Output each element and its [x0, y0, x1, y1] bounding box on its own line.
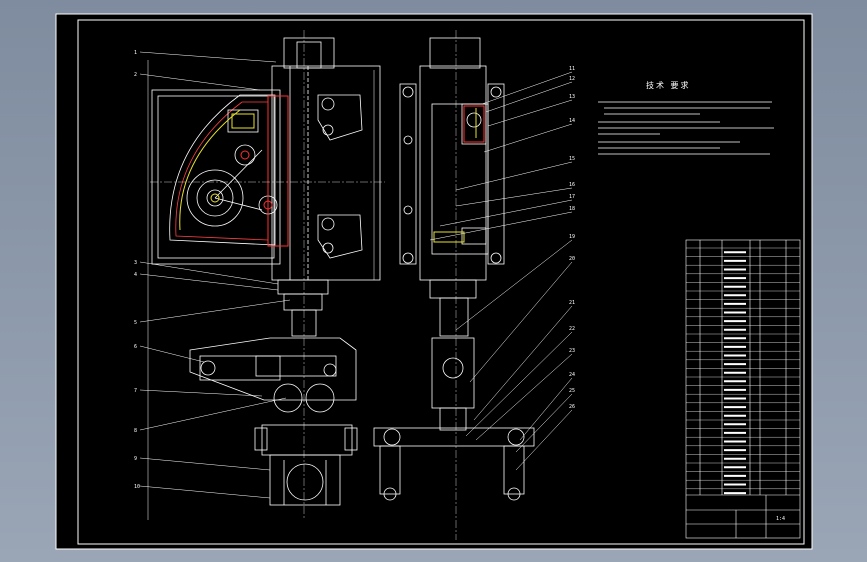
- svg-text:18: 18: [569, 206, 575, 212]
- left-view-labels: 1 2 3 4 5 6 7 8 9 10: [134, 50, 140, 490]
- svg-text:21: 21: [569, 300, 575, 306]
- svg-text:20: 20: [569, 256, 575, 262]
- svg-text:24: 24: [569, 372, 575, 378]
- svg-text:16: 16: [569, 182, 575, 188]
- svg-text:2: 2: [134, 72, 137, 78]
- svg-text:7: 7: [134, 388, 137, 394]
- svg-text:23: 23: [569, 348, 575, 354]
- parts-list-rows: [686, 247, 800, 495]
- centerlines: [150, 30, 457, 540]
- title-block: [686, 494, 800, 538]
- drawing-scale: 1:4: [776, 516, 785, 522]
- right-view-yellow-accents: [433, 108, 477, 243]
- svg-text:3: 3: [134, 260, 137, 266]
- technical-requirements-title: 技术 要求: [646, 81, 691, 90]
- svg-text:22: 22: [569, 326, 575, 332]
- left-view: [151, 37, 381, 506]
- svg-text:6: 6: [134, 344, 137, 350]
- svg-text:12: 12: [569, 76, 575, 82]
- sheet-inner-border: [77, 19, 805, 545]
- svg-text:19: 19: [569, 234, 575, 240]
- right-view: [373, 37, 535, 501]
- svg-text:26: 26: [569, 404, 575, 410]
- right-view-labels: 11 12 13 14 15 16 17 18 19 20 21 22 23 24 25 26: [569, 66, 575, 410]
- svg-text:10: 10: [134, 484, 140, 490]
- svg-text:14: 14: [569, 118, 575, 124]
- svg-text:8: 8: [134, 428, 137, 434]
- svg-text:13: 13: [569, 94, 575, 100]
- svg-text:11: 11: [569, 66, 575, 72]
- svg-text:5: 5: [134, 320, 137, 326]
- right-view-leaders: [429, 71, 573, 471]
- svg-text:17: 17: [569, 194, 575, 200]
- technical-notes-lines: [598, 101, 774, 155]
- svg-text:25: 25: [569, 388, 575, 394]
- svg-text:15: 15: [569, 156, 575, 162]
- svg-text:4: 4: [134, 272, 137, 278]
- left-view-leaders: [139, 51, 375, 520]
- right-view-red-accents: [463, 105, 485, 143]
- svg-text:9: 9: [134, 456, 137, 462]
- left-view-yellow-accents: [179, 109, 255, 231]
- sheet-background: [55, 13, 813, 550]
- svg-text:1: 1: [134, 50, 137, 56]
- left-view-red-accents: [240, 95, 289, 247]
